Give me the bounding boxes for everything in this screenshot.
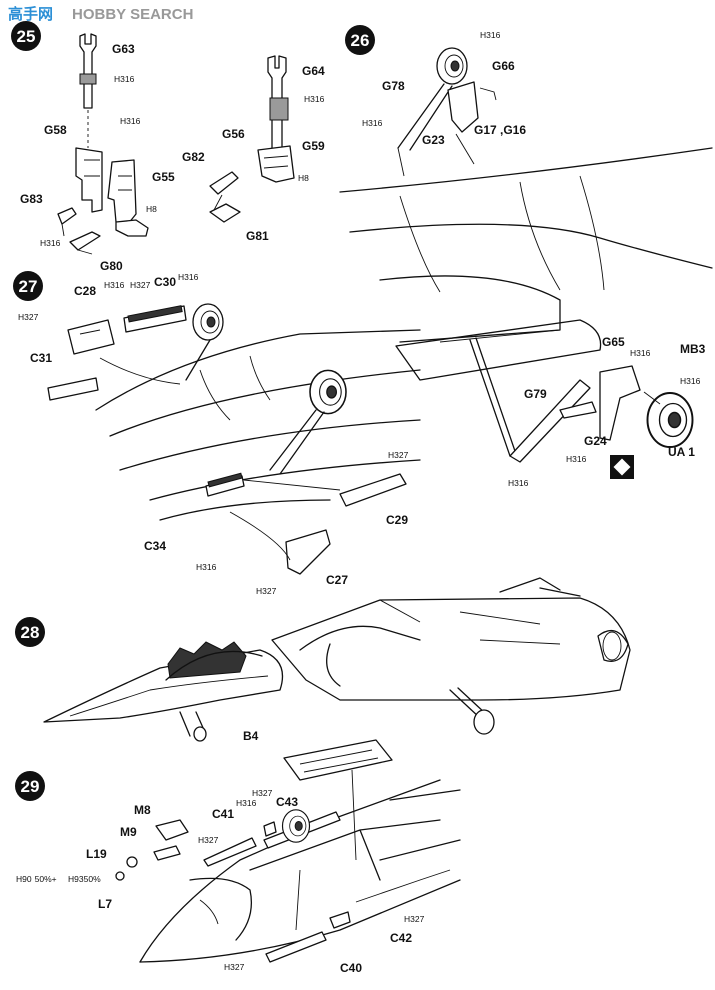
paint-h316-d: H316 [304,94,325,104]
label-c43: C43 [276,795,298,809]
paint-h327-f: H327 [252,788,273,798]
paint-h316-l: H316 [178,272,199,282]
label-l7: L7 [98,897,112,911]
label-g66: G66 [492,59,515,73]
paint-h327-d: H327 [256,586,277,596]
paint-h316-c: H316 [40,238,61,248]
step-28-badge [15,617,45,647]
label-g83: G83 [20,192,43,206]
watermark: 高手网 HOBBY SEARCH [6,2,193,24]
label-c41: C41 [212,807,234,821]
label-m8: M8 [134,803,151,817]
label-g58: G58 [44,123,67,137]
paint-h327-a: H327 [18,312,39,322]
paint-h316-m: H316 [196,562,217,572]
step-28-diagram: 28 [15,577,631,742]
step-26-diagram: 26 G78 H316 H316 G66 G23 G17 ,G16 G65 [339,25,713,488]
label-b4: B4 [243,729,259,743]
step-29-number: 29 [21,777,40,796]
paint-h316-n: H316 [236,798,257,808]
paint-h327-g: H327 [404,914,425,924]
paint-h316-h: H316 [680,376,701,386]
paint-h316-e: H316 [362,118,383,128]
paint-h93-mix: H9350% [68,874,101,884]
label-c34: C34 [144,539,166,553]
paint-h316-i: H316 [566,454,587,464]
label-g78: G78 [382,79,405,93]
label-l19: L19 [86,847,107,861]
paint-h316-a: H316 [114,74,135,84]
label-g81: G81 [246,229,269,243]
label-g79: G79 [524,387,547,401]
paint-h316-f: H316 [480,30,501,40]
paint-h327-b: H327 [130,280,151,290]
label-g59: G59 [302,139,325,153]
step-25-badge [11,21,41,51]
step-27-badge [13,271,43,301]
label-g24: G24 [584,434,607,448]
step-26-badge [345,25,375,55]
label-mb3: MB3 [680,342,706,356]
label-g64: G64 [302,64,325,78]
paint-h316-g: H316 [630,348,651,358]
label-c31: C31 [30,351,52,365]
label-c29: C29 [386,513,408,527]
label-c40: C40 [340,961,362,975]
label-g63: G63 [112,42,135,56]
paint-h8-a: H8 [146,204,157,214]
label-g17-g16: G17 ,G16 [474,123,526,137]
label-g65: G65 [602,335,625,349]
step-25-diagram: 25 G63 H316 G58 H316 G55 H8 G83 H316 G80… [11,21,325,273]
label-g56: G56 [222,127,245,141]
label-c30: C30 [154,275,176,289]
label-m9: M9 [120,825,137,839]
step-29-diagram: 29 B4 M8 M9 H327 C41 H316 H327 C43 L19 H… [15,729,461,975]
step-27-number: 27 [19,277,38,296]
label-g82: G82 [182,150,205,164]
step-28-number: 28 [21,623,40,642]
label-g23: G23 [422,133,445,147]
step-29-badge [15,771,45,801]
step-27-diagram: 27 H327 C28 H316 H327 C30 H316 C31 H327 … [13,271,421,596]
paint-h8-b: H8 [298,173,309,183]
step-25-number: 25 [17,27,36,46]
watermark-en: HOBBY SEARCH [72,6,193,23]
paint-h327-e: H327 [198,835,219,845]
paint-h327-h: H327 [224,962,245,972]
watermark-cn: 高手网 [8,5,53,23]
label-ua1: UA 1 [668,445,695,459]
label-c42: C42 [390,931,412,945]
label-c27: C27 [326,573,348,587]
paint-h327-c: H327 [388,450,409,460]
paint-h316-k: H316 [104,280,125,290]
paint-h316-b: H316 [120,116,141,126]
paint-h316-j: H316 [508,478,529,488]
label-g80: G80 [100,259,123,273]
label-g55: G55 [152,170,175,184]
step-26-diamond-mark [610,455,634,479]
step-26-number: 26 [351,31,370,50]
label-c28: C28 [74,284,96,298]
